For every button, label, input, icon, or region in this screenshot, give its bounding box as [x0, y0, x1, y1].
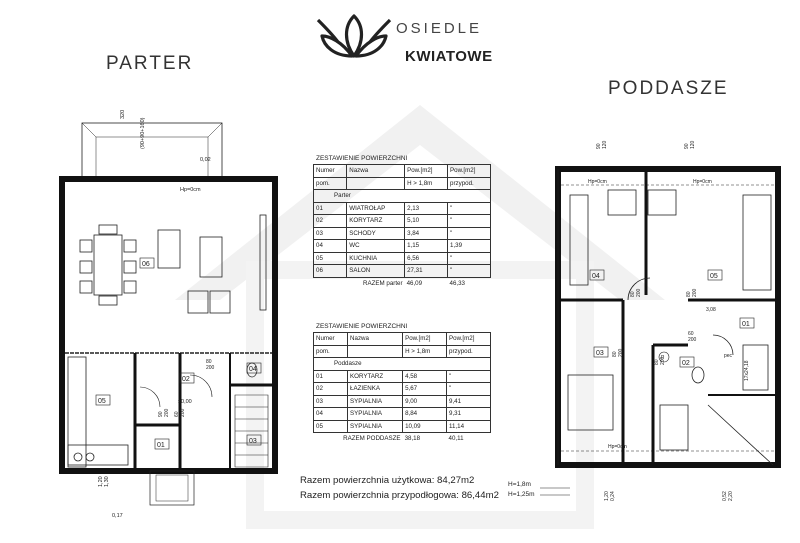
- room-04: 04: [249, 366, 257, 373]
- p-door-h-4: 200: [660, 356, 666, 365]
- height-18: H=1,8m: [508, 481, 531, 488]
- p-door-w-2: 80: [686, 291, 692, 297]
- dim-b-1: 1,20: [604, 491, 610, 501]
- door-h-3: 200: [180, 408, 186, 417]
- dim-window-2a: 90: [684, 143, 690, 149]
- table-parter-title: ZESTAWIENIE POWIERZCHNI: [316, 155, 408, 162]
- p-door-w-5: 60: [688, 331, 694, 337]
- hp-label-3: Hp=0cm: [608, 444, 627, 450]
- th-h: H > 1,8m: [404, 176, 449, 190]
- logo-line1: OSIEDLE: [396, 20, 483, 37]
- dim-002: 0,02: [200, 157, 211, 163]
- p-marker: P: [661, 355, 665, 361]
- table-poddasze: Numer Nazwa Pow.[m2] Pow.[m2] pom. H > 1…: [312, 332, 491, 445]
- dim-320: 320: [120, 110, 126, 119]
- hp-label-2: Hp=0cm: [693, 179, 712, 185]
- dim-hp: Hp=0cm: [180, 187, 201, 193]
- height-125: H=1,25m: [508, 491, 535, 498]
- stairs-label: 17x24,18: [744, 360, 750, 381]
- summary-floor: Razem powierzchnia przypodłogowa: 86,44m…: [300, 490, 499, 501]
- th-nazwa: Nazwa: [346, 164, 406, 178]
- terrace: [81, 122, 223, 180]
- dim-b-2: 0,24: [610, 491, 616, 501]
- logo-line2: KWIATOWE: [405, 48, 493, 65]
- p-door-h-1: 200: [636, 288, 642, 297]
- section-parter: Parter: [313, 189, 491, 203]
- door-w-2: 90: [158, 411, 164, 417]
- p-room-01: 01: [742, 321, 750, 328]
- table-total-row: RAZEM parter 46,09 46,33: [363, 279, 465, 287]
- dim-120: 1,20: [98, 476, 104, 487]
- p-door-h-3: 200: [618, 348, 624, 357]
- p-room-05: 05: [710, 273, 718, 280]
- p-room-02: 02: [682, 360, 690, 367]
- p-door-h-5: 200: [688, 337, 697, 343]
- door-w-3: 60: [174, 411, 180, 417]
- room-05: 05: [98, 398, 106, 405]
- p-room-04: 04: [592, 273, 600, 280]
- outer-walls: [59, 176, 278, 474]
- outer-walls-attic: [555, 166, 781, 468]
- p-door-w-1: 80: [630, 291, 636, 297]
- height-leaders: [540, 487, 570, 496]
- level-000: ±0,00: [178, 399, 192, 405]
- door-w-1: 80: [206, 359, 212, 365]
- door-h-2: 200: [164, 408, 170, 417]
- dim-308: 3,08: [706, 307, 716, 313]
- hp-label-1: Hp=0cm: [588, 179, 607, 185]
- dim-b-3: 0,52: [722, 491, 728, 501]
- th-empty: [346, 176, 406, 190]
- p-door-h-2: 200: [692, 288, 698, 297]
- th-pow1: Pow.[m2]: [404, 164, 449, 178]
- table-poddasze-title: ZESTAWIENIE POWIERZCHNI: [316, 323, 408, 330]
- pec-label: pec: [724, 353, 733, 359]
- summary-usable: Razem powierzchnia użytkowa: 84,27m2: [300, 475, 475, 486]
- parter-title: PARTER: [106, 53, 194, 74]
- door-h-1: 200: [206, 365, 215, 371]
- th-przypod: przypod.: [447, 176, 491, 190]
- p-door-w-4: 80: [654, 359, 660, 365]
- room-02: 02: [182, 376, 190, 383]
- parter-floor-plan: Hp=0cm 0,02 320 (90+90+160) 0,17 1,20 1,…: [59, 110, 278, 519]
- th-pom: pom.: [312, 176, 348, 190]
- table-total-row: RAZEM PODDASZE 38,18 40,11: [343, 435, 464, 443]
- room-01: 01: [157, 442, 165, 449]
- poddasze-floor-plan: 90 120 90 120 1,20 0,24 0,52 2,20 Hp=0cm…: [555, 140, 781, 501]
- poddasze-title: PODDASZE: [608, 78, 729, 99]
- dim-b-4: 2,20: [728, 491, 734, 501]
- th-pow2: Pow.[m2]: [447, 164, 491, 178]
- th-numer: Numer: [312, 164, 348, 178]
- dim-130: 1,30: [104, 476, 110, 487]
- dim-90-90-160: (90+90+160): [140, 117, 146, 149]
- dim-window-2b: 120: [690, 140, 696, 149]
- p-door-w-3: 80: [612, 351, 618, 357]
- lotus-logo-icon: [316, 14, 392, 58]
- room-06: 06: [142, 261, 150, 268]
- room-03: 03: [249, 438, 257, 445]
- dim-window-1a: 90: [596, 143, 602, 149]
- p-room-03: 03: [596, 350, 604, 357]
- dim-017: 0,17: [112, 513, 123, 519]
- section-poddasze: Poddasze: [313, 357, 491, 371]
- dim-window-1b: 120: [602, 140, 608, 149]
- table-parter: Numer Nazwa Pow.[m2] Pow.[m2] pom. H > 1…: [312, 164, 491, 289]
